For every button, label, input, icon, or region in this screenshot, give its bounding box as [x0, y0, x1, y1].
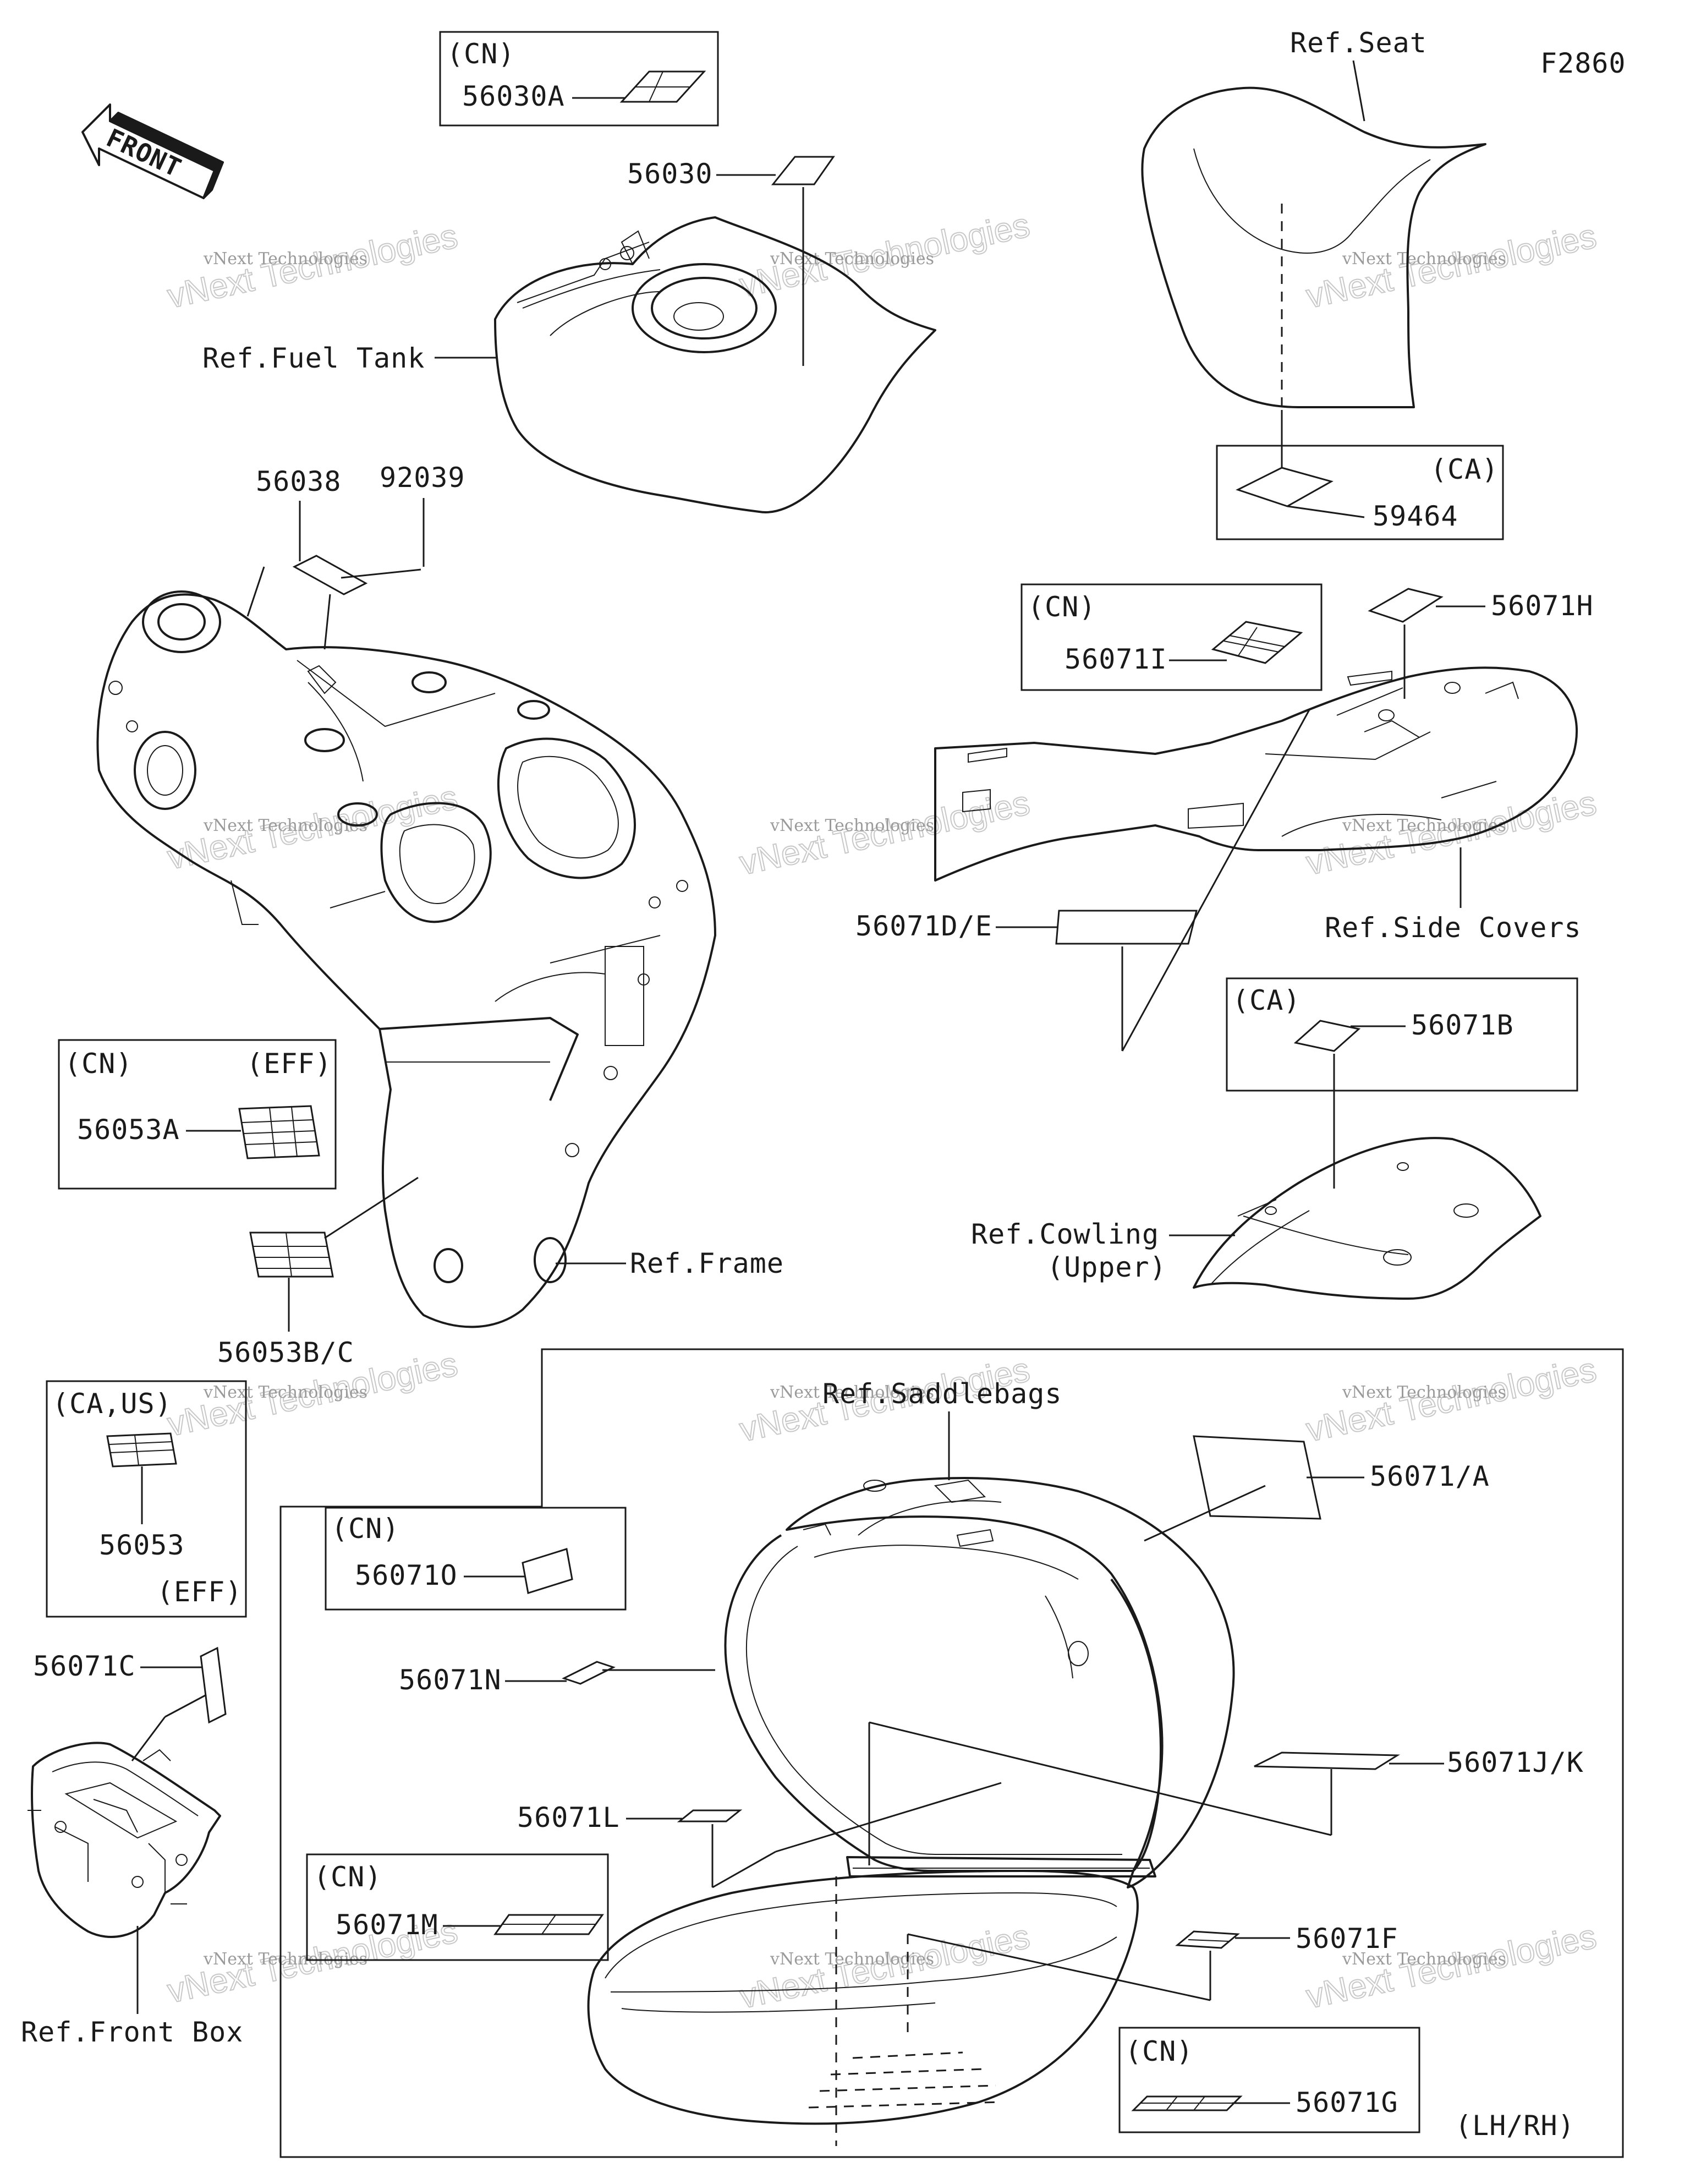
ref-frame: Ref.Frame: [630, 1247, 784, 1279]
watermark-text: vNext Technologies: [203, 1383, 367, 1402]
front-arrow-icon: FRONT: [81, 103, 224, 199]
seat: [1141, 86, 1486, 408]
part-number-56071N: 56071N: [399, 1664, 502, 1696]
part-number-56071I: 56071I: [1065, 643, 1167, 675]
callout-56071DE: 56071D/E: [855, 709, 1310, 1052]
part-number-56071O: 56071O: [355, 1559, 458, 1591]
watermark-text: vNext Technologies: [1342, 1950, 1506, 1969]
watermark-text: vNext Technologies: [203, 816, 367, 835]
callout-56053A: (CN) (EFF) 56053A: [58, 1039, 337, 1190]
region-tag-cn: (CN): [314, 1861, 382, 1893]
part-number-56053BC: 56053B/C: [217, 1337, 354, 1369]
callout-56030A: (CN) 56030A: [439, 31, 719, 127]
part-number-56071L: 56071L: [517, 1802, 620, 1833]
region-tag-cn: (CN): [1125, 2035, 1193, 2067]
part-number-56071A: 56071/A: [1370, 1460, 1490, 1492]
callout-56071C: [131, 1646, 227, 1761]
ref-side-covers: Ref.Side Covers: [1325, 912, 1582, 944]
part-number-56071JK: 56071J/K: [1447, 1747, 1584, 1778]
part-number-56071C: 56071C: [33, 1650, 136, 1682]
callout-56071N: 56071N: [399, 1661, 715, 1696]
frame: [96, 590, 716, 1328]
callout-56071B: (CA) 56071B: [1226, 977, 1578, 1189]
callout-56071A: 56071/A: [1144, 1435, 1490, 1542]
part-number-56071B: 56071B: [1411, 1009, 1514, 1041]
watermark-text: vNext Technologies: [770, 249, 934, 269]
part-number-56071G: 56071G: [1296, 2087, 1398, 2119]
callout-56071L: 56071L: [517, 1782, 1002, 1889]
watermark-text: vNext Technologies: [770, 816, 934, 835]
part-number-56030A: 56030A: [462, 80, 565, 112]
region-tag-lh-rh: (LH/RH): [1455, 2110, 1575, 2142]
region-tag-cn: (CN): [64, 1048, 133, 1080]
part-number-59464: 59464: [1373, 500, 1458, 532]
ref-fuel-tank: Ref.Fuel Tank: [202, 342, 425, 374]
region-tag-ca: (CA): [1430, 453, 1499, 485]
region-tag-cn: (CN): [1028, 591, 1096, 623]
callout-56053: (CA,US) 56053 (EFF): [46, 1380, 247, 1618]
watermark-text: vNext Technologies: [1342, 249, 1506, 269]
callout-56071JK: 56071J/K: [868, 1721, 1584, 1865]
ref-seat: Ref.Seat: [1290, 27, 1427, 59]
ref-front-box: Ref.Front Box: [21, 2016, 243, 2048]
part-number-56030: 56030: [627, 158, 713, 190]
region-tag-eff: (EFF): [157, 1576, 243, 1608]
callout-56071H: 56071H: [1368, 588, 1594, 699]
watermark-text: vNext Technologies: [1342, 1383, 1506, 1402]
part-number-56038: 56038: [256, 466, 342, 497]
callout-56038-92039: 56038 92039: [246, 462, 465, 650]
callout-56071M: (CN) 56071M: [306, 1853, 609, 1961]
side-covers: [934, 666, 1578, 882]
part-number-56071M: 56071M: [336, 1909, 438, 1941]
part-number-56071H: 56071H: [1491, 590, 1594, 622]
saddlebag: [587, 1477, 1235, 2125]
part-number-56053A: 56053A: [77, 1114, 180, 1146]
callout-56030: 56030: [627, 156, 835, 366]
callout-56071F: 56071F: [907, 1923, 1398, 2036]
region-tag-cn: (CN): [331, 1513, 399, 1545]
callout-56071O: (CN) 56071O: [325, 1507, 627, 1611]
fuel-tank: [494, 216, 936, 513]
watermark-text: vNext Technologies: [770, 1383, 934, 1402]
part-number-92039: 92039: [380, 462, 465, 494]
saddlebag-section-frame: [279, 1348, 1624, 2158]
watermark-text: vNext Technologies: [203, 249, 367, 269]
callout-56053BC: 56053B/C: [217, 1176, 419, 1369]
region-tag-ca-us: (CA,US): [52, 1388, 172, 1420]
ref-cowling-line2: (Upper): [1047, 1251, 1167, 1283]
region-tag-ca: (CA): [1232, 984, 1301, 1016]
cowling-upper: [1193, 1137, 1541, 1300]
region-tag-cn: (CN): [447, 38, 515, 70]
diagram-code: F2860: [1540, 47, 1626, 79]
part-number-56071F: 56071F: [1296, 1923, 1398, 1955]
watermark-text: vNext Technologies: [770, 1950, 934, 1969]
part-number-56053: 56053: [99, 1529, 185, 1561]
ref-saddlebags: Ref.Saddlebags: [822, 1378, 1062, 1410]
front-box: [28, 1742, 221, 1938]
region-tag-eff: (EFF): [246, 1048, 332, 1080]
part-number-56071DE: 56071D/E: [855, 910, 992, 942]
callout-59464: (CA) 59464: [1216, 445, 1504, 540]
callout-56071G: (CN) 56071G: [1118, 2027, 1420, 2133]
ref-cowling-line1: Ref.Cowling: [971, 1218, 1159, 1250]
callout-56071I: (CN) 56071I: [1020, 583, 1323, 691]
